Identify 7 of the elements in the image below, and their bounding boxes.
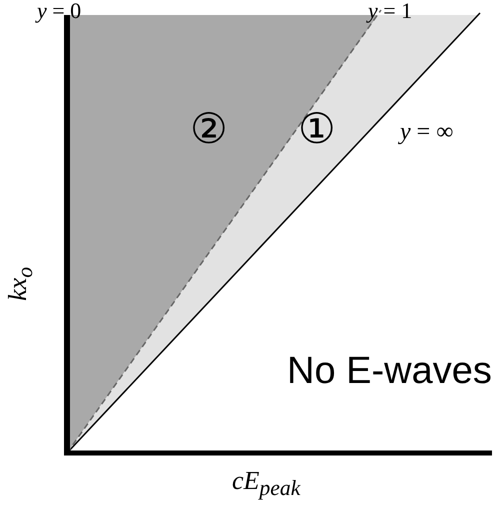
curve-label: y = 0: [37, 0, 82, 22]
axis-title: cE$_{peak}$: [232, 468, 300, 500]
curve-label: y = 1: [368, 0, 412, 22]
region-number: ①: [298, 108, 336, 150]
region-label: No E-waves: [287, 352, 492, 390]
curve-label: y = ∞: [400, 120, 454, 144]
region-number: ②: [190, 108, 228, 150]
